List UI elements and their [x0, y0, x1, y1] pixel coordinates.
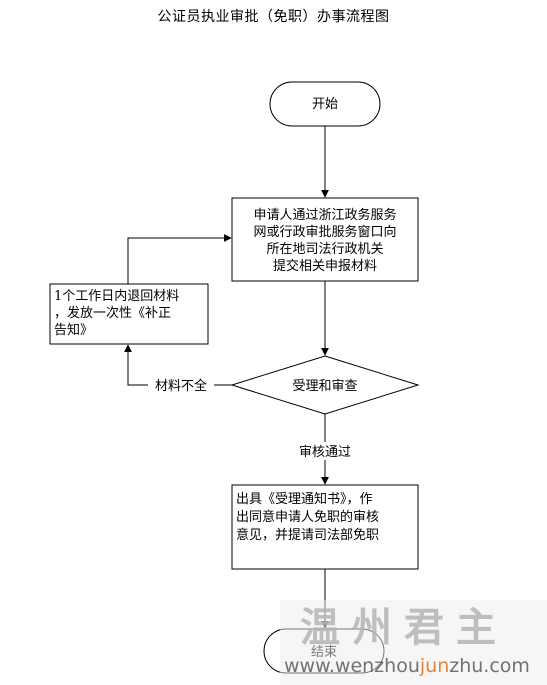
- watermark-url-prefix: www.wenzhou: [284, 655, 420, 677]
- watermark: 温州君主 www.wenzhoujunzhu.com: [280, 600, 547, 685]
- page-title: 公证员执业审批（免职）办事流程图: [157, 9, 390, 25]
- start-label: 开始: [312, 97, 338, 112]
- submit-node: 申请人通过浙江政务服务 网或行政审批服务窗口向 所在地司法行政机关 提交相关申报…: [231, 197, 419, 282]
- return-line-1: 1个工作日内退回材料: [54, 288, 179, 304]
- watermark-url-suffix: zhu.com: [449, 655, 530, 677]
- review-node: 受理和审查: [230, 355, 420, 415]
- watermark-url-accent: jun: [419, 655, 449, 677]
- review-label: 受理和审查: [292, 379, 357, 394]
- watermark-text: 温州君主: [300, 604, 508, 651]
- submit-line-2: 网或行政审批服务窗口向: [253, 224, 396, 240]
- edge-return-to-submit: [127, 234, 232, 284]
- decision-line-1: 出具《受理通知书》，作: [236, 491, 373, 507]
- submit-line-1: 申请人通过浙江政务服务: [253, 207, 396, 223]
- return-line-2: ，发放一次性《补正: [54, 305, 171, 321]
- return-node: 1个工作日内退回材料 ，发放一次性《补正 告知》: [49, 283, 209, 345]
- edge-label-incomplete: 材料不全: [155, 378, 207, 394]
- return-line-3: 告知》: [54, 322, 93, 338]
- decision-node: 出具《受理通知书》，作 出同意申请人免职的审核 意见，并提请司法部免职: [231, 484, 419, 570]
- start-node: 开始: [269, 81, 381, 127]
- decision-line-2: 出同意申请人免职的审核: [236, 509, 379, 525]
- submit-line-3: 所在地司法行政机关: [266, 242, 383, 257]
- edge-label-approved: 审核通过: [299, 445, 351, 460]
- decision-line-3: 意见，并提请司法部免职: [236, 527, 379, 543]
- watermark-url: www.wenzhoujunzhu.com: [284, 655, 530, 677]
- submit-line-4: 提交相关申报材料: [273, 258, 377, 274]
